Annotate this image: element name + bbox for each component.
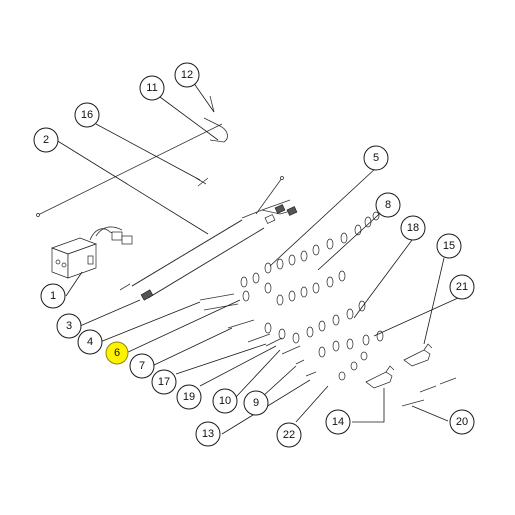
part-washers-row-lower <box>242 290 384 381</box>
callout-18: 18 <box>400 215 426 241</box>
callout-3: 3 <box>56 313 82 339</box>
callout-2: 2 <box>33 127 59 153</box>
part-washers-row-middle <box>240 270 346 306</box>
callout-label: 22 <box>283 429 295 441</box>
callout-label: 18 <box>407 222 419 234</box>
callouts: 1 2 3 4 5 6 7 8 <box>33 62 475 448</box>
callout-label: 9 <box>253 397 259 409</box>
callout-17: 17 <box>151 369 177 395</box>
callout-label: 3 <box>66 320 72 332</box>
callout-label: 15 <box>443 240 455 252</box>
callout-22: 22 <box>276 422 302 448</box>
callout-7: 7 <box>129 353 155 379</box>
callout-12: 12 <box>174 62 200 88</box>
callout-14: 14 <box>325 409 351 435</box>
callout-label: 13 <box>202 428 214 440</box>
callout-19: 19 <box>176 384 202 410</box>
part-clip <box>203 95 228 143</box>
callout-15: 15 <box>436 233 462 259</box>
callout-10: 10 <box>212 388 238 414</box>
callout-16: 16 <box>74 102 100 128</box>
callout-label: 5 <box>373 152 379 164</box>
callout-label: 7 <box>139 360 145 372</box>
callout-label: 14 <box>332 416 344 428</box>
part-rod <box>37 123 223 216</box>
callout-6: 6 <box>105 341 129 365</box>
leader-lines <box>55 81 459 435</box>
callout-label: 2 <box>43 134 49 146</box>
callout-label: 10 <box>219 395 231 407</box>
callout-21: 21 <box>449 274 475 300</box>
callout-label: 8 <box>385 199 391 211</box>
part-wire-harness <box>119 176 298 301</box>
callout-9: 9 <box>243 390 269 416</box>
callout-13: 13 <box>195 421 221 447</box>
part-bolts <box>199 293 457 407</box>
callout-label: 20 <box>456 416 468 428</box>
part-latch-brackets <box>365 343 433 389</box>
callout-label: 6 <box>114 347 120 359</box>
callout-label: 17 <box>158 376 170 388</box>
part-washers-row-upper <box>264 211 380 274</box>
callout-label: 21 <box>456 281 468 293</box>
callout-label: 4 <box>87 336 93 348</box>
callout-11: 11 <box>139 75 165 101</box>
callout-label: 12 <box>181 69 193 81</box>
part-control-box <box>50 226 133 279</box>
callout-4: 4 <box>77 329 103 355</box>
callout-label: 11 <box>146 82 157 94</box>
callout-5: 5 <box>363 145 389 171</box>
callout-label: 1 <box>50 290 56 302</box>
callout-8: 8 <box>375 192 401 218</box>
callout-label: 16 <box>81 109 93 121</box>
callout-20: 20 <box>449 409 475 435</box>
callout-1: 1 <box>40 283 66 309</box>
parts-drawing <box>36 95 457 407</box>
callout-label: 19 <box>183 391 195 403</box>
